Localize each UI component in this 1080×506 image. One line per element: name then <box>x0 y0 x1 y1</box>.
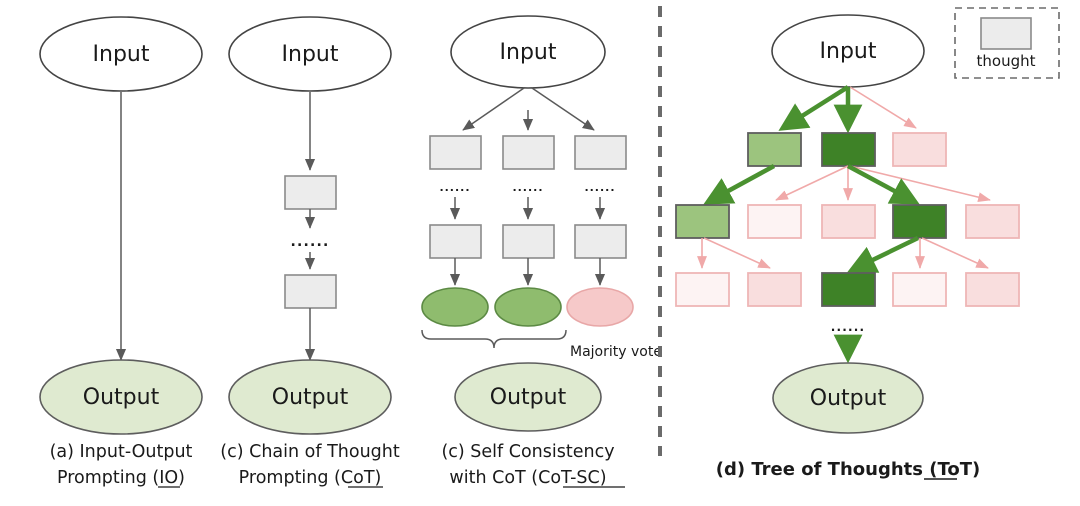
tot-caption: (d) Tree of Thoughts (ToT) <box>716 459 980 480</box>
legend-thought-label: thought <box>977 52 1036 70</box>
cot-input-label: Input <box>282 42 339 67</box>
sc-thought-node <box>502 224 555 259</box>
sc-result-node-pink <box>566 287 634 327</box>
cot-caption-line-2: Prompting (CoT) <box>239 468 382 488</box>
tot-node-L1-1 <box>747 132 802 167</box>
tot-node-L1-3 <box>892 132 947 167</box>
tot-node-L2-4 <box>892 204 947 239</box>
tot-node-L2-2 <box>747 204 802 239</box>
io-caption-line-2: Prompting (IO) <box>57 468 185 488</box>
sc-ellipsis: ...... <box>584 181 615 194</box>
tot-output-ellipse <box>772 362 924 434</box>
cot-ellipsis: ...... <box>290 234 329 250</box>
sc-result-node-green <box>421 287 489 327</box>
panel-input-output: Input Output (a) Input-Output Prompting … <box>39 16 203 488</box>
tot-node-L3-3 <box>821 272 876 307</box>
tot-input-label: Input <box>820 39 877 64</box>
tot-node-L2-3 <box>821 204 876 239</box>
sc-thought-node <box>429 135 482 170</box>
sc-majority-brace <box>421 329 567 349</box>
cot-thought-node-1 <box>284 175 337 210</box>
cot-input-ellipse <box>228 16 392 92</box>
panel-tree-of-thoughts: thought Input <box>675 7 1060 480</box>
tot-ellipsis: ...... <box>831 320 866 334</box>
sc-caption-line-1: (c) Self Consistency <box>441 442 614 462</box>
sc-input-ellipse <box>450 15 606 89</box>
legend-border <box>954 7 1060 79</box>
legend-box: thought <box>954 7 1060 79</box>
sc-majority-vote-label: Majority vote <box>570 344 662 360</box>
sc-ellipsis: ...... <box>439 181 470 194</box>
cot-output-ellipse <box>228 359 392 435</box>
tot-edge-pink-L1N2-to-L2N2 <box>775 165 849 201</box>
io-input-ellipse <box>39 16 203 92</box>
legend-thought-swatch <box>980 17 1032 50</box>
tot-edge-green-L1N2-to-L2N4 <box>846 164 920 205</box>
sc-arrow-input-to-branch-3 <box>531 87 595 131</box>
tot-node-L2-1 <box>675 204 730 239</box>
sc-output-ellipse <box>454 362 602 432</box>
sc-ellipsis: ...... <box>512 181 543 194</box>
panel-self-consistency: Input ...... ...... ...... <box>421 15 662 488</box>
tot-edge-pink-input-to-L1N3 <box>849 86 917 129</box>
tot-edge-green-L2N4-to-L3N3 <box>847 235 919 273</box>
sc-input-label: Input <box>500 40 557 65</box>
tot-output-label: Output <box>810 386 887 411</box>
tot-node-L2-5 <box>965 204 1020 239</box>
sc-thought-node <box>429 224 482 259</box>
sc-thought-node <box>502 135 555 170</box>
sc-caption-line-2: with CoT (CoT-SC) <box>449 468 606 488</box>
io-caption-line-1: (a) Input-Output <box>50 442 193 462</box>
cot-caption-line-1: (c) Chain of Thought <box>220 442 400 462</box>
sc-result-node-green <box>494 287 562 327</box>
tot-node-L1-2 <box>821 132 876 167</box>
tot-node-L3-2 <box>747 272 802 307</box>
tot-edge-green-input-to-L1N1 <box>778 85 850 131</box>
tot-edge-pink-L2N1-to-L3N2 <box>703 237 771 269</box>
io-input-label: Input <box>93 42 150 67</box>
tot-node-L3-5 <box>965 272 1020 307</box>
io-output-ellipse <box>39 359 203 435</box>
cot-thought-node-2 <box>284 274 337 309</box>
tot-edge-green-L1N1-to-L2N1 <box>703 164 776 205</box>
sc-arrow-input-to-branch-1 <box>462 87 525 131</box>
tot-edge-pink-L2N4-to-L3N5 <box>921 237 989 269</box>
cot-output-label: Output <box>272 385 349 410</box>
sc-thought-node <box>574 135 627 170</box>
tot-edge-pink-L1N2-to-L2N5 <box>849 165 991 203</box>
sc-thought-node <box>574 224 627 259</box>
tot-node-L3-4 <box>892 272 947 307</box>
panel-chain-of-thought: Input ...... Output (c) Chain of Thought… <box>220 16 400 488</box>
sc-output-label: Output <box>490 385 567 410</box>
io-output-label: Output <box>83 385 160 410</box>
tot-node-L3-1 <box>675 272 730 307</box>
